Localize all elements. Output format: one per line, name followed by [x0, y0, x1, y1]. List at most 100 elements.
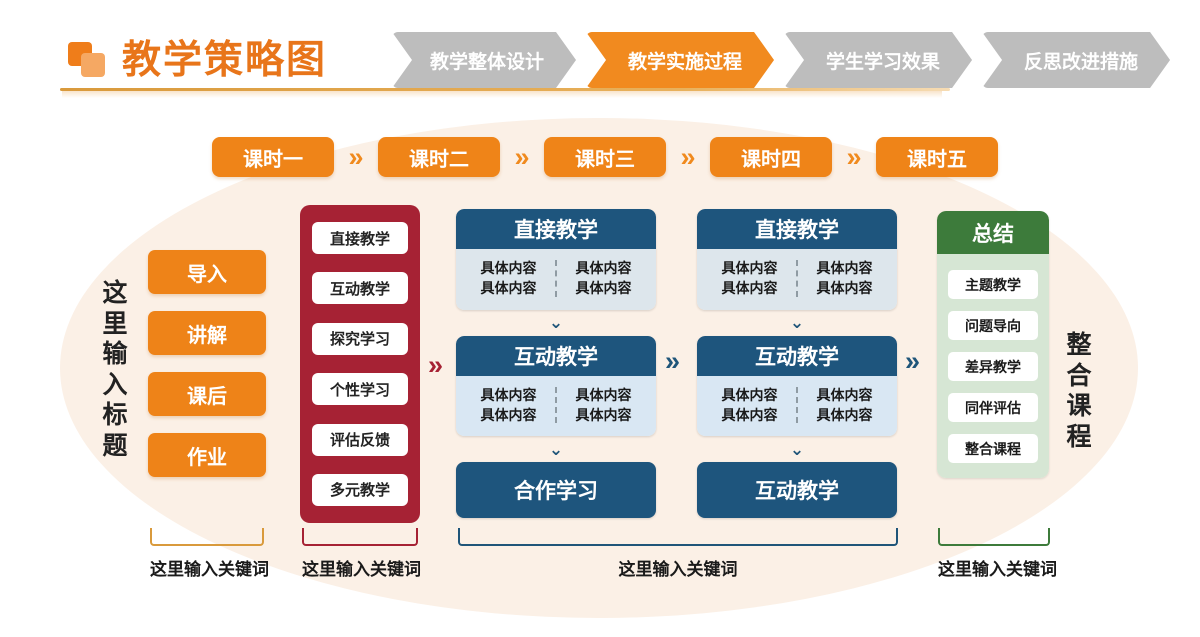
summary-label: 问题导向 [965, 317, 1021, 334]
strategy-label: 互动教学 [329, 280, 390, 298]
stage-button-after-class[interactable]: 课后 [148, 372, 266, 416]
summary-pill-3[interactable]: 差异教学 [948, 352, 1038, 381]
dashed-divider [555, 386, 557, 424]
teaching-block-interactive-bottom[interactable]: 互动教学 [697, 462, 897, 519]
lesson-button-1[interactable]: 课时一 [212, 137, 334, 177]
detail-text: 具体内容 [816, 260, 873, 276]
detail-text: 具体内容 [721, 406, 778, 423]
strategy-pill-2[interactable]: 互动教学 [312, 272, 408, 305]
left-stage-column: 导入 讲解 课后 作业 [148, 250, 266, 477]
block-title: 互动教学 [697, 335, 897, 376]
chevron-down-icon: ⌄ [789, 439, 805, 459]
lesson-button-2[interactable]: 课时二 [378, 137, 500, 177]
summary-pill-5[interactable]: 整合课程 [948, 434, 1038, 463]
stage-label: 作业 [187, 446, 227, 469]
lesson-button-3[interactable]: 课时三 [544, 137, 666, 177]
block-body-right: 具体内容 具体内容 [557, 258, 650, 299]
detail-text: 具体内容 [721, 386, 778, 403]
chevron-down-icon: ⌄ [548, 313, 564, 333]
stage-label: 导入 [187, 263, 227, 286]
bracket-shape [302, 528, 418, 546]
double-chevron-right-icon: » [905, 346, 921, 376]
lesson-sequence-row: 课时一 » 课时二 » 课时三 » 课时四 » 课时五 [212, 136, 998, 178]
detail-text: 具体内容 [480, 280, 537, 297]
tab-label: 教学整体设计 [430, 51, 545, 73]
lesson-label: 课时三 [575, 148, 635, 171]
summary-list: 主题教学 问题导向 差异教学 同伴评估 整合课程 [937, 254, 1049, 478]
teaching-block-cooperative[interactable]: 合作学习 [456, 462, 656, 519]
bracket-label: 这里输入关键词 [150, 560, 269, 579]
tab-reflection-improvement[interactable]: 反思改进措施 [982, 32, 1170, 88]
detail-text: 具体内容 [721, 280, 778, 297]
detail-text: 具体内容 [575, 406, 632, 423]
summary-pill-4[interactable]: 同伴评估 [948, 393, 1038, 422]
teaching-block-interactive: 互动教学 具体内容 具体内容 具体内容 具体内容 [456, 335, 656, 437]
title-divider-shadow [62, 91, 942, 98]
page-header: 教学策略图 教学整体设计 教学实施过程 学生学习效果 反思改进措施 [0, 0, 1200, 100]
summary-label: 整合课程 [965, 440, 1021, 457]
teaching-column-2: 直接教学 具体内容 具体内容 具体内容 具体内容 ⌄ 互动教学 具体内容 具体内… [697, 209, 897, 519]
detail-text: 具体内容 [575, 260, 632, 276]
bracket-group-stages: 这里输入关键词 [150, 528, 269, 580]
block-title: 直接教学 [697, 209, 897, 249]
tab-label: 学生学习效果 [826, 51, 941, 73]
stage-button-import[interactable]: 导入 [148, 250, 266, 294]
tab-bar: 教学整体设计 教学实施过程 学生学习效果 反思改进措施 [392, 32, 1170, 88]
strategy-pill-1[interactable]: 直接教学 [312, 222, 408, 254]
summary-label: 差异教学 [965, 358, 1021, 375]
tab-implementation-process[interactable]: 教学实施过程 [586, 32, 774, 88]
dashed-divider [555, 260, 557, 297]
tab-label: 反思改进措施 [1024, 51, 1139, 73]
block-body-left: 具体内容 具体内容 [462, 258, 555, 299]
detail-text: 具体内容 [721, 260, 778, 276]
teaching-block-direct: 直接教学 具体内容 具体内容 具体内容 具体内容 [456, 209, 656, 310]
detail-text: 具体内容 [480, 386, 537, 403]
lesson-label: 课时一 [243, 148, 303, 171]
strategy-label: 评估反馈 [329, 432, 390, 450]
left-vertical-title: 这里输入标题 [102, 279, 128, 460]
teaching-block-interactive: 互动教学 具体内容 具体内容 具体内容 具体内容 [697, 335, 897, 437]
block-title: 互动教学 [755, 480, 839, 504]
double-chevron-right-icon: » [665, 346, 681, 376]
strategy-label: 探究学习 [329, 331, 390, 349]
dashed-divider [796, 260, 798, 297]
summary-title: 总结 [937, 211, 1049, 254]
bracket-label: 这里输入关键词 [302, 560, 421, 579]
tab-learning-outcomes[interactable]: 学生学习效果 [784, 32, 972, 88]
double-chevron-right-icon: » [514, 141, 530, 172]
block-title: 互动教学 [456, 335, 656, 376]
strategy-pill-4[interactable]: 个性学习 [312, 373, 408, 406]
stage-button-homework[interactable]: 作业 [148, 433, 266, 477]
block-body-left: 具体内容 具体内容 [462, 385, 555, 426]
detail-text: 具体内容 [480, 406, 537, 423]
stage-button-explain[interactable]: 讲解 [148, 311, 266, 355]
strategy-pill-6[interactable]: 多元教学 [312, 473, 408, 506]
teaching-column-1: 直接教学 具体内容 具体内容 具体内容 具体内容 ⌄ 互动教学 具体内容 具体内… [456, 209, 656, 519]
block-body-right: 具体内容 具体内容 [798, 385, 891, 426]
tab-overall-design[interactable]: 教学整体设计 [392, 32, 576, 88]
summary-label: 同伴评估 [965, 399, 1021, 416]
detail-text: 具体内容 [575, 280, 632, 297]
double-chevron-right-icon: » [428, 350, 444, 380]
lesson-button-5[interactable]: 课时五 [876, 137, 998, 177]
teaching-block-direct: 直接教学 具体内容 具体内容 具体内容 具体内容 [697, 209, 897, 310]
strategy-pill-3[interactable]: 探究学习 [312, 322, 408, 355]
stage-label: 讲解 [187, 324, 227, 347]
lesson-button-4[interactable]: 课时四 [710, 137, 832, 177]
summary-pill-2[interactable]: 问题导向 [948, 311, 1038, 340]
detail-text: 具体内容 [480, 260, 537, 276]
bracket-shape [150, 528, 264, 546]
strategy-pill-5[interactable]: 评估反馈 [312, 423, 408, 456]
summary-pill-1[interactable]: 主题教学 [948, 270, 1038, 299]
block-body: 具体内容 具体内容 具体内容 具体内容 [456, 375, 656, 437]
lesson-label: 课时二 [409, 148, 469, 171]
lesson-label: 课时四 [741, 148, 801, 171]
block-body-right: 具体内容 具体内容 [557, 385, 650, 426]
detail-text: 具体内容 [575, 386, 632, 403]
strategy-label: 多元教学 [329, 482, 390, 500]
bracket-label: 这里输入关键词 [938, 560, 1057, 579]
summary-label: 主题教学 [965, 276, 1021, 293]
dashed-divider [796, 386, 798, 424]
bracket-group-teaching: 这里输入关键词 [458, 528, 898, 580]
detail-text: 具体内容 [816, 386, 873, 403]
